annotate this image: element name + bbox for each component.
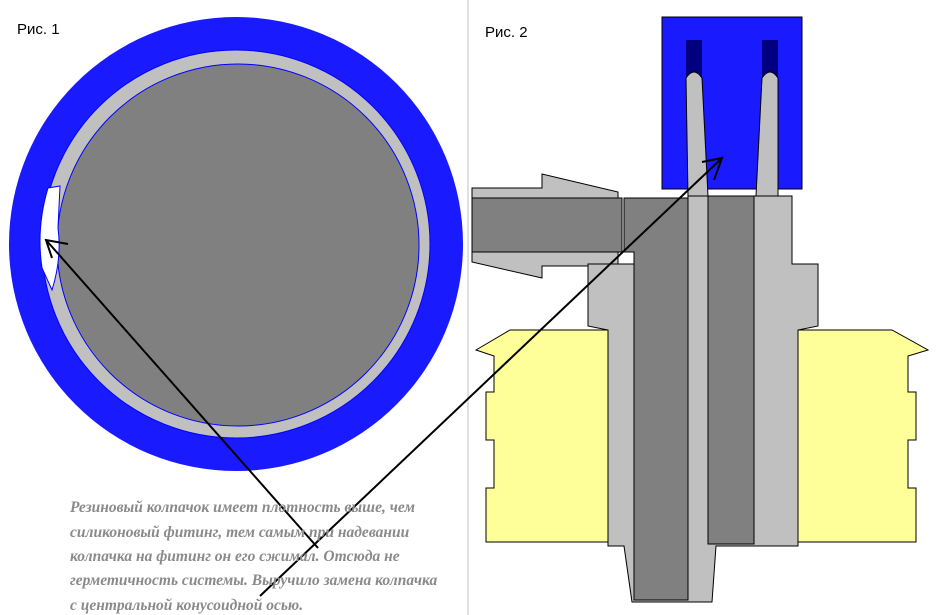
fitting-body [587,195,819,603]
figure-2 [471,16,930,603]
fitting-tube-right [755,71,779,197]
cap-insert-right [762,40,778,80]
body-right [795,329,930,543]
fitting-inner-column [707,195,755,545]
arrow-to-cap [259,157,723,597]
fitting-channel [623,197,689,601]
figure-1-label: Рис. 1 [17,21,60,38]
note-line: силиконовый фитинг, тем самым при надева… [70,524,410,541]
note-line: с центральной конусоидной осью. [70,597,303,614]
rubber-cap [661,16,803,190]
arrow-to-gap [45,239,319,549]
note-line: герметичность системы. Выручило замена к… [70,572,438,589]
fitting-tube-left [685,71,709,197]
figure-1 [9,17,463,471]
arrow-to-cap-head [701,156,724,181]
side-branch-channel [471,197,623,253]
fitting-core [56,63,420,427]
leak-gap [39,185,61,292]
note-line: Резиновый колпачок имеет плотность выше,… [70,499,415,516]
figure-2-label: Рис. 2 [485,24,528,41]
arrow-to-gap-head [44,238,69,259]
note-line: колпачка на фитинг он его сжимал. Отсюда… [70,548,400,565]
cap-insert-left [686,40,702,80]
body-left [474,329,609,543]
pointer-arrows [44,156,724,597]
explanation-note: Резиновый колпачок имеет плотность выше,… [70,499,438,614]
